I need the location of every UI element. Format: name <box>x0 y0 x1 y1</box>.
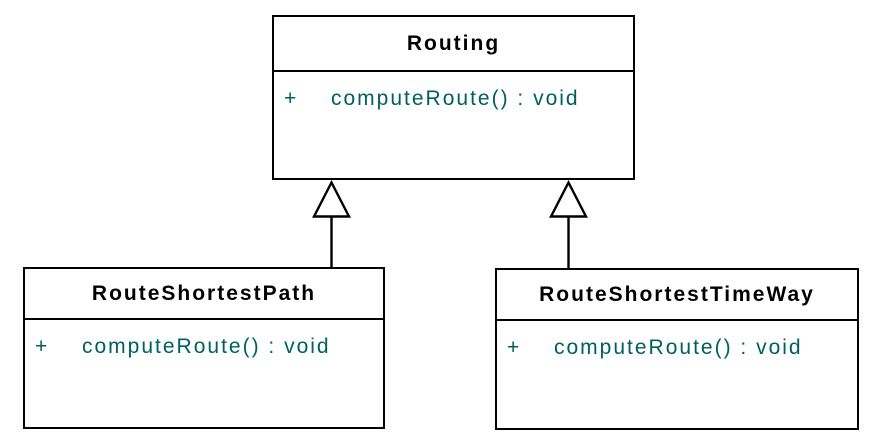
generalization-arrow-routeshortestpath-to-routing <box>312 179 351 267</box>
method-item: + computeRoute() : void <box>507 333 847 363</box>
method-item: + computeRoute() : void <box>284 84 623 114</box>
methods-compartment: + computeRoute() : void <box>274 72 633 114</box>
class-name: RouteShortestPath <box>25 269 383 320</box>
method-item: + computeRoute() : void <box>35 332 373 362</box>
methods-compartment: + computeRoute() : void <box>25 320 383 362</box>
methods-compartment: + computeRoute() : void <box>497 321 857 363</box>
class-box-routeshortesttimeway: RouteShortestTimeWay + computeRoute() : … <box>495 268 859 430</box>
method-visibility: + <box>284 87 299 110</box>
class-box-routing: Routing + computeRoute() : void <box>272 15 635 180</box>
class-name: RouteShortestTimeWay <box>497 270 857 321</box>
method-signature: computeRoute() : void <box>554 336 803 359</box>
class-name: Routing <box>274 17 633 72</box>
generalization-arrow-routeshortesttimeway-to-routing <box>549 179 588 268</box>
method-signature: computeRoute() : void <box>82 335 331 358</box>
method-visibility: + <box>507 336 522 359</box>
class-box-routeshortestpath: RouteShortestPath + computeRoute() : voi… <box>23 267 385 429</box>
method-signature: computeRoute() : void <box>331 87 580 110</box>
method-visibility: + <box>35 335 50 358</box>
